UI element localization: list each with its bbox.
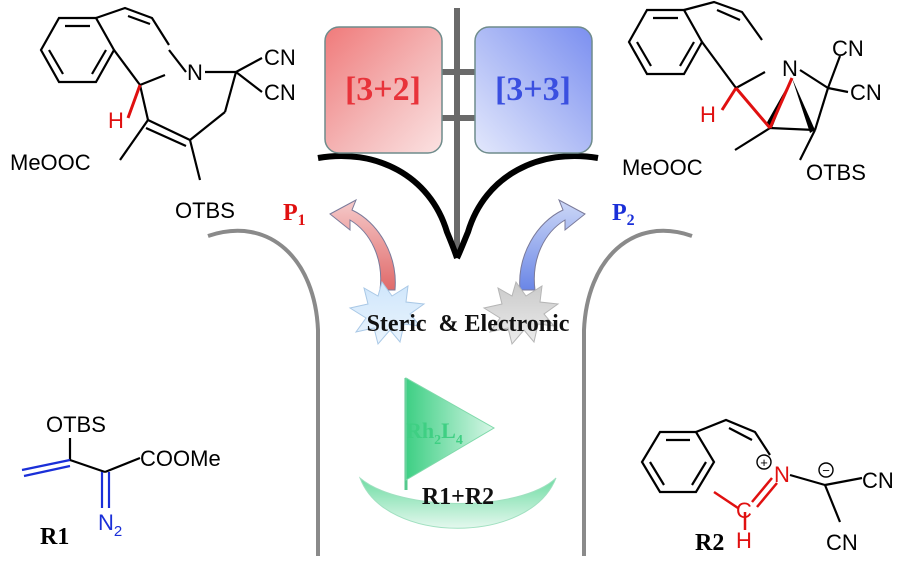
p1-cn-a: CN: [264, 45, 296, 70]
r2-cn-a: CN: [862, 468, 894, 493]
r1-otbs: OTBS: [46, 412, 106, 437]
p1-otbs: OTBS: [175, 198, 235, 223]
r2-cn-b: CN: [826, 530, 858, 555]
selectivity-switch: [317, 8, 599, 260]
funnel: [207, 228, 693, 556]
funnel-wall-left: [207, 228, 320, 556]
p2-label: P2: [612, 200, 635, 229]
r2-c: C: [736, 498, 752, 523]
p2-otbs: OTBS: [806, 160, 866, 185]
p1-h-bond: [126, 84, 142, 119]
r2-h: H: [736, 528, 752, 553]
p2-cn-a: CN: [832, 36, 864, 61]
molecule-r2: [640, 418, 863, 523]
molecule-r1: [21, 438, 141, 508]
r2-n: N: [774, 462, 790, 487]
p1-h: H: [108, 108, 124, 133]
r2-red-bond-b: [751, 477, 773, 503]
p2-ester: MeOOC: [622, 155, 703, 180]
factors-label: Steric & Electronic: [367, 311, 570, 337]
box-3plus2-label: [3+2]: [345, 71, 421, 108]
r1-name: R1: [40, 524, 69, 550]
catalyst-label: Rh2L4: [406, 418, 463, 448]
r2-minus: −: [822, 463, 830, 478]
wing-right: [454, 152, 599, 260]
p1-n: N: [187, 60, 203, 85]
p2-n: N: [782, 56, 798, 81]
catalyst-bowl: [358, 476, 557, 529]
p1-cn-b: CN: [264, 80, 296, 105]
p2-bridge-wedge-2: [792, 78, 815, 133]
molecule-p1: [39, 6, 263, 181]
box-3plus3-label: [3+3]: [495, 71, 571, 108]
p2-cn-b: CN: [850, 80, 882, 105]
arrow-to-p1: [329, 198, 396, 291]
r1-n2: N2: [98, 510, 122, 540]
reactants-label: R1+R2: [422, 484, 494, 510]
r2-minus-ring: [818, 462, 834, 478]
r2-plus: +: [760, 455, 768, 470]
starburst-electronic: [482, 280, 560, 346]
flag-banner: [405, 377, 495, 481]
p1-ester: MeOOC: [10, 150, 91, 175]
p2-red-bond-a: [734, 87, 772, 129]
r2-red-bond-a: [713, 490, 739, 510]
p2-red-bond-b: [768, 77, 794, 129]
box-3plus3: [3+3]: [474, 26, 593, 154]
molecule-p2: [627, 0, 849, 161]
r2-red-bond-c: [756, 482, 778, 508]
box-3plus2: [3+2]: [324, 26, 443, 154]
starburst-steric: [348, 280, 426, 346]
p2-h: H: [700, 102, 716, 127]
p1-label: P1: [283, 200, 306, 229]
wing-left: [317, 152, 460, 259]
r1-ester: COOMe: [140, 446, 221, 471]
p2-h-bond: [720, 87, 738, 111]
funnel-wall-right: [582, 228, 693, 556]
r2-name: R2: [695, 530, 724, 556]
arrow-to-p2: [519, 198, 586, 291]
r2-plus-ring: [756, 454, 772, 470]
catalyst-flag: Rh2L4: [404, 377, 495, 490]
